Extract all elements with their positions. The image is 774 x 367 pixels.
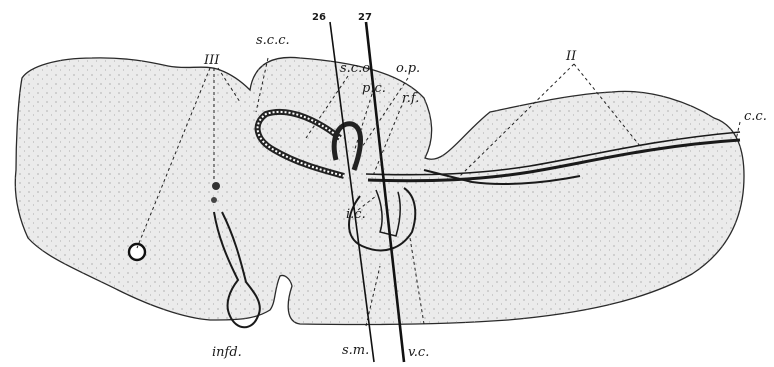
label-sco: s.c.o. <box>340 61 374 76</box>
label-vc: v.c. <box>408 345 429 360</box>
nucleus-blob-lower <box>211 197 217 203</box>
label-sm: s.m. <box>342 343 369 358</box>
label-op: o.p. <box>396 61 420 76</box>
label-rf: r.f. <box>402 91 419 106</box>
label-iii: III <box>203 53 220 68</box>
section-number-26: 26 <box>312 12 326 23</box>
oculomotor-nucleus <box>129 244 145 260</box>
brain-texture <box>15 57 744 324</box>
label-ic: i.c. <box>346 207 366 222</box>
label-cc: c.c. <box>744 109 767 124</box>
label-scc: s.c.c. <box>256 33 290 48</box>
label-infd: infd. <box>212 345 242 360</box>
label-ii: II <box>565 49 577 64</box>
section-number-27: 27 <box>358 12 372 23</box>
nucleus-blob <box>212 182 220 190</box>
label-pc: p.c. <box>362 81 386 96</box>
